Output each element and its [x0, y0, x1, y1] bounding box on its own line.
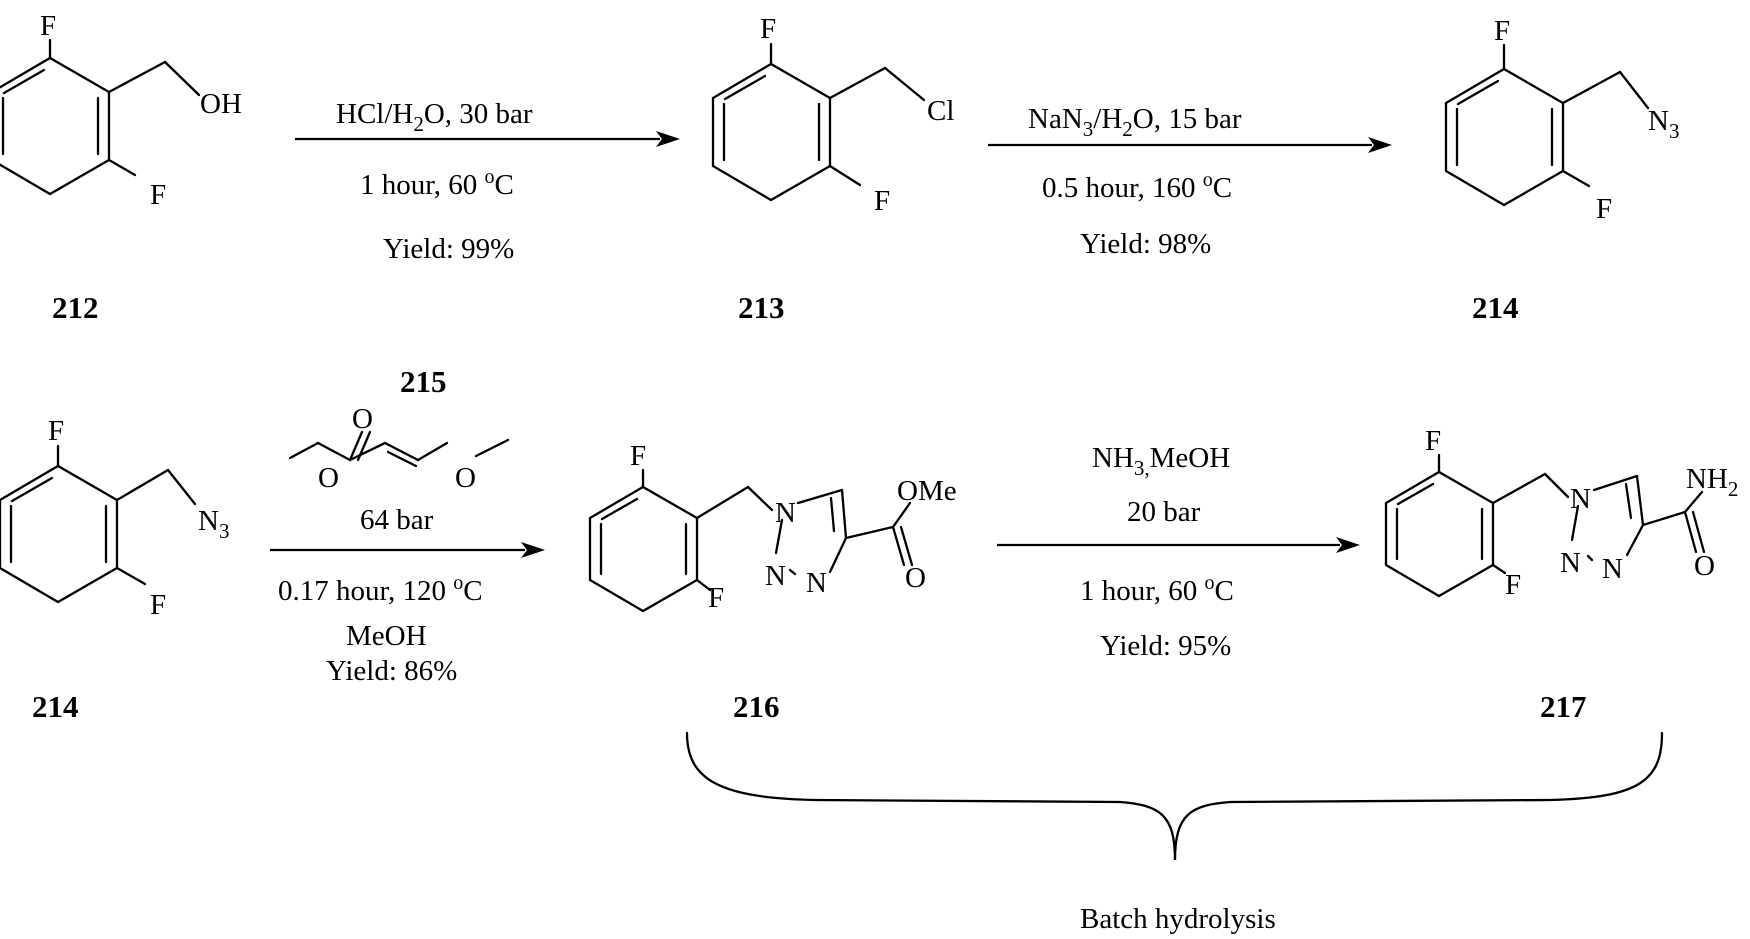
step4-pressure: 20 bar — [1127, 496, 1201, 528]
atom-F: F — [1494, 15, 1510, 47]
atom-F: F — [48, 415, 64, 447]
step4-time: 1 hour, 60 oC — [1080, 572, 1234, 607]
compound-label-214: 214 — [32, 689, 79, 724]
step1-yield: Yield: 99% — [383, 233, 514, 265]
compound-label-217: 217 — [1540, 689, 1587, 724]
compound-label-212: 212 — [52, 290, 99, 325]
triazole-N3: N — [1602, 553, 1623, 585]
atom-N3: N3 — [198, 505, 229, 543]
step4-reagent: NH3,MeOH — [1092, 442, 1230, 480]
structure-214-bottom: F F N3 — [0, 415, 229, 621]
compound-label-214: 214 — [1472, 290, 1519, 325]
step2-yield: Yield: 98% — [1080, 228, 1211, 260]
structure-215: O O O — [288, 403, 510, 494]
compound-label-216: 216 — [733, 689, 780, 724]
reaction-step-1: HCl/H2O, 30 bar 1 hour, 60 oC Yield: 99% — [295, 98, 680, 265]
atom-NH2: NH2 — [1686, 463, 1738, 501]
atom-F: F — [874, 185, 890, 217]
arrow-head — [1336, 537, 1360, 553]
step3-pressure: 64 bar — [360, 504, 434, 536]
atom-F: F — [1596, 193, 1612, 225]
structure-212: F F OH — [0, 10, 242, 211]
atom-F: F — [150, 589, 166, 621]
step3-solvent: MeOH — [346, 620, 427, 652]
triazole-N1: N — [1570, 483, 1591, 515]
atom-O: O — [352, 403, 373, 435]
atom-O: O — [318, 462, 339, 494]
triazole-N1: N — [775, 497, 796, 529]
structure-217: F F N N N NH2 O — [1384, 425, 1738, 601]
structure-214-top: F F N3 — [1444, 15, 1679, 225]
triazole-N3: N — [806, 567, 827, 599]
arrow-head — [521, 542, 545, 558]
atom-F: F — [1505, 569, 1521, 601]
atom-O: O — [905, 562, 926, 594]
reaction-step-4: NH3,MeOH 20 bar 1 hour, 60 oC Yield: 95% — [997, 442, 1360, 662]
atom-F: F — [1425, 425, 1441, 457]
atom-F: F — [630, 440, 646, 472]
structure-213: F F Cl — [711, 13, 954, 217]
step2-reagent: NaN3/H2O, 15 bar — [1028, 103, 1242, 141]
step3-yield: Yield: 86% — [326, 655, 457, 687]
reaction-step-2: NaN3/H2O, 15 bar 0.5 hour, 160 oC Yield:… — [988, 103, 1392, 260]
atom-F: F — [760, 13, 776, 45]
atom-O: O — [1694, 550, 1715, 582]
arrow-head — [1368, 137, 1392, 153]
atom-F: F — [40, 10, 56, 42]
atom-OMe: OMe — [897, 475, 957, 507]
atom-F: F — [708, 582, 724, 614]
compound-label-213: 213 — [738, 290, 785, 325]
step4-yield: Yield: 95% — [1100, 630, 1231, 662]
batch-hydrolysis-label: Batch hydrolysis — [1080, 903, 1276, 935]
atom-O: O — [455, 462, 476, 494]
arrow-head — [656, 131, 680, 147]
reaction-step-3: 215 O O O 64 bar 0.17 hour, 120 oC MeOH … — [270, 364, 545, 687]
atom-OH: OH — [200, 88, 242, 120]
structure-216: F F N N N OMe O — [588, 440, 957, 614]
step3-time: 0.17 hour, 120 oC — [278, 572, 483, 607]
triazole-N2: N — [765, 560, 786, 592]
compound-label-215: 215 — [400, 364, 447, 399]
atom-Cl: Cl — [927, 95, 954, 127]
step1-reagent: HCl/H2O, 30 bar — [336, 98, 533, 136]
atom-N3: N3 — [1648, 105, 1679, 143]
batch-hydrolysis-brace — [685, 731, 1664, 861]
atom-F: F — [150, 179, 166, 211]
step1-time: 1 hour, 60 oC — [360, 166, 514, 201]
step2-time: 0.5 hour, 160 oC — [1042, 169, 1232, 204]
triazole-N2: N — [1560, 547, 1581, 579]
